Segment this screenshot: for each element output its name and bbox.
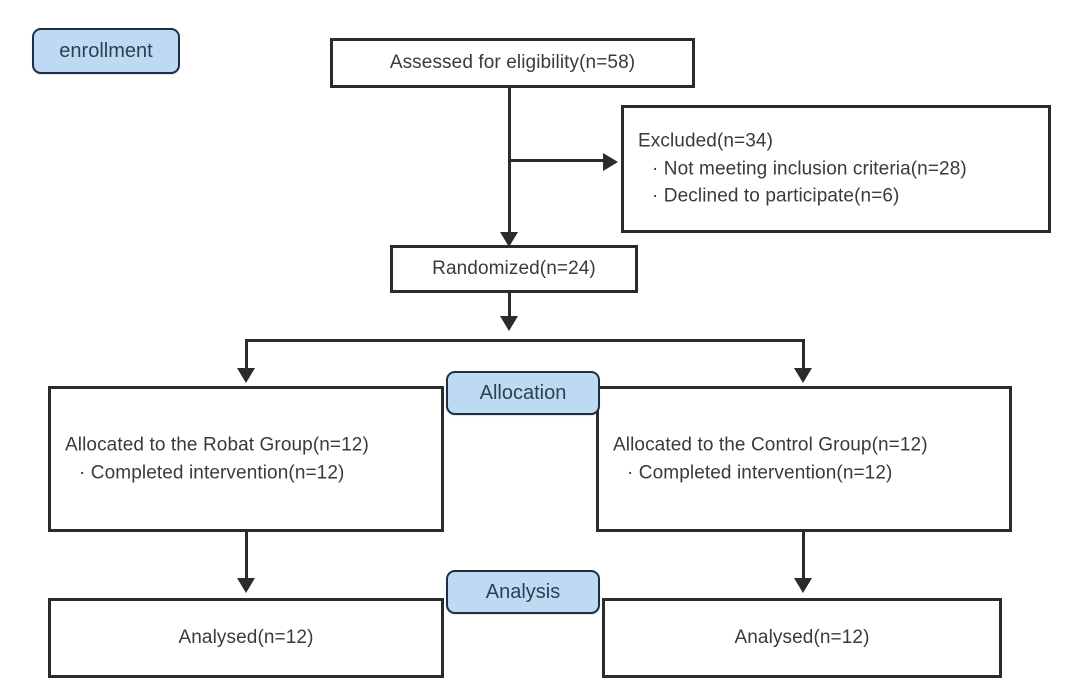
stage-badge-enrollment-label: enrollment xyxy=(59,39,153,62)
node-analysed-left[interactable]: Analysed(n=12) xyxy=(48,598,444,678)
node-excluded-inner: Excluded(n=34) · Not meeting inclusion c… xyxy=(624,128,1048,211)
node-randomized-inner: Randomized(n=24) xyxy=(393,255,635,283)
connector-left-allocation-to-analysed xyxy=(245,532,248,580)
node-assessed-for-eligibility[interactable]: Assessed for eligibility(n=58) xyxy=(330,38,695,88)
node-allocated-control-group[interactable]: Allocated to the Control Group(n=12) · C… xyxy=(596,386,1012,532)
node-analysed-left-inner: Analysed(n=12) xyxy=(51,624,441,652)
node-allocated-left-inner: Allocated to the Robat Group(n=12) · Com… xyxy=(51,431,441,486)
stage-badge-analysis[interactable]: Analysis xyxy=(446,570,600,614)
connector-randomized-stem xyxy=(508,293,511,319)
node-randomized-text: Randomized(n=24) xyxy=(432,258,596,280)
arrowhead-right-analysed xyxy=(794,578,812,593)
stage-badge-allocation-label: Allocation xyxy=(479,381,567,404)
stage-badge-enrollment[interactable]: enrollment xyxy=(32,28,180,74)
arrowhead-allocation-right xyxy=(794,368,812,383)
node-analysed-right[interactable]: Analysed(n=12) xyxy=(602,598,1002,678)
node-allocated-left-heading: Allocated to the Robat Group(n=12) xyxy=(65,434,369,456)
arrowhead-randomized-split xyxy=(500,316,518,331)
arrowhead-assessed-to-excluded xyxy=(603,153,618,171)
node-excluded-heading: Excluded(n=34) xyxy=(638,130,774,152)
stage-badge-allocation[interactable]: Allocation xyxy=(446,371,600,415)
connector-assessed-to-randomized xyxy=(508,88,511,236)
node-allocated-left-detail: · Completed intervention(n=12) xyxy=(79,462,345,483)
node-assessed-text: Assessed for eligibility(n=58) xyxy=(389,52,636,74)
node-excluded-reason-1: · Not meeting inclusion criteria(n=28) xyxy=(652,158,967,180)
node-assessed-inner: Assessed for eligibility(n=58) xyxy=(333,49,692,77)
arrowhead-left-analysed xyxy=(237,578,255,593)
arrowhead-assessed-to-randomized xyxy=(500,232,518,247)
node-allocated-right-heading: Allocated to the Control Group(n=12) xyxy=(613,434,928,456)
node-excluded-reason-2: · Declined to participate(n=6) xyxy=(652,185,900,207)
node-allocated-right-detail: · Completed intervention(n=12) xyxy=(627,462,893,483)
node-allocated-right-inner: Allocated to the Control Group(n=12) · C… xyxy=(599,431,1009,486)
node-analysed-right-text: Analysed(n=12) xyxy=(734,627,870,649)
node-randomized[interactable]: Randomized(n=24) xyxy=(390,245,638,293)
node-allocated-robat-group[interactable]: Allocated to the Robat Group(n=12) · Com… xyxy=(48,386,444,532)
connector-allocation-split-bus xyxy=(245,339,805,342)
connector-allocation-left-drop xyxy=(245,339,248,371)
connector-allocation-right-drop xyxy=(802,339,805,371)
arrowhead-allocation-left xyxy=(237,368,255,383)
node-analysed-left-text: Analysed(n=12) xyxy=(178,627,314,649)
node-excluded[interactable]: Excluded(n=34) · Not meeting inclusion c… xyxy=(621,105,1051,233)
connector-assessed-to-excluded xyxy=(508,159,605,162)
stage-badge-analysis-label: Analysis xyxy=(485,580,561,603)
node-analysed-right-inner: Analysed(n=12) xyxy=(605,624,999,652)
connector-right-allocation-to-analysed xyxy=(802,532,805,580)
